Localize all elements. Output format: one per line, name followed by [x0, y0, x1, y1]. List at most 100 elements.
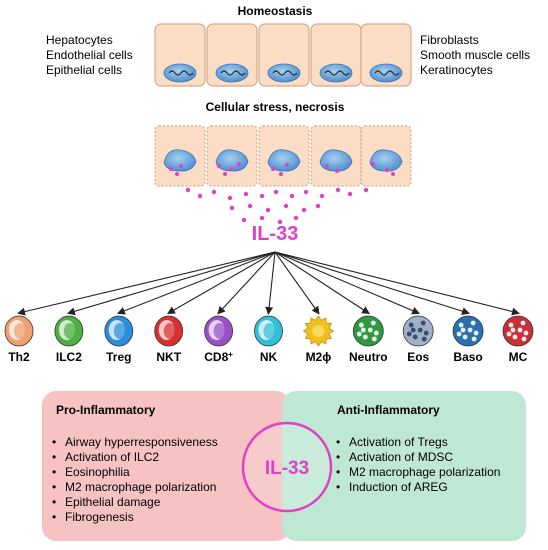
nucleus	[369, 63, 403, 83]
homeostasis-title: Homeostasis	[238, 4, 313, 18]
dna-strand	[220, 70, 246, 76]
immune-cell-label: MC	[509, 350, 528, 364]
il33-circle	[241, 421, 333, 513]
stress-title: Cellular stress, necrosis	[206, 100, 345, 114]
cell-type-label: Smooth muscle cells	[420, 48, 530, 62]
cell-type-label: Hepatocytes	[46, 33, 113, 47]
il33-particle	[185, 187, 191, 193]
necrotic-cell	[206, 125, 258, 187]
signal-arrow	[166, 251, 276, 314]
nucleus	[319, 63, 353, 83]
bullet: •	[52, 450, 56, 464]
pro-inflammatory-panel	[42, 391, 290, 541]
signal-arrow	[265, 251, 276, 315]
healthy-cell	[360, 23, 412, 87]
il33-particle	[293, 215, 299, 221]
list-item: M2 macrophage polarization	[65, 480, 216, 494]
bullet: •	[336, 480, 340, 494]
il33-circle-label: IL-33	[265, 458, 309, 479]
nkt-cell-icon	[154, 315, 184, 347]
mast-cell-icon	[502, 315, 534, 347]
il33-particle	[227, 195, 233, 201]
nucleus	[267, 63, 301, 83]
immune-cell-label: Neutro	[349, 350, 388, 364]
il33-label: IL-33	[252, 223, 299, 245]
necrotic-cell	[360, 125, 412, 187]
m2-macrophage-icon	[302, 315, 335, 347]
list-item: Epithelial damage	[65, 495, 161, 509]
damaged-nucleus	[215, 149, 249, 172]
healthy-cell	[258, 23, 310, 87]
healthy-cell	[206, 23, 258, 87]
immune-cell-label: Baso	[453, 350, 482, 364]
dna-strand	[374, 70, 400, 76]
bullet: •	[52, 510, 56, 524]
list-item: Induction of AREG	[349, 480, 448, 494]
anti-inflammatory-title: Anti-Inflammatory	[337, 403, 440, 417]
il33-particle	[303, 189, 309, 195]
cd8-cell-icon	[204, 315, 234, 347]
nk-cell-icon	[254, 315, 283, 347]
il33-particle	[273, 189, 279, 195]
necrotic-cell	[258, 125, 310, 187]
il33-particle	[197, 193, 203, 199]
il33-particle	[315, 203, 321, 209]
immune-cell-label: M2ϕ	[306, 350, 332, 364]
necrotic-epithelium	[154, 125, 412, 187]
il33-particle	[319, 193, 325, 199]
necrotic-cell	[310, 125, 362, 187]
il33-particle	[229, 205, 235, 211]
left-cell-types: Hepatocytes Endothelial cells Epithelial…	[46, 33, 133, 77]
signal-arrow	[66, 251, 276, 316]
th2-cell-icon	[4, 315, 34, 347]
il33-particle	[241, 217, 247, 223]
list-item: Airway hyperresponsiveness	[65, 435, 218, 449]
signal-arrow	[217, 251, 276, 315]
il33-particle	[283, 203, 289, 209]
il33-particle	[243, 191, 249, 197]
il33-release-dots	[185, 187, 369, 225]
signal-arrow	[274, 251, 471, 316]
cell-type-label: Fibroblasts	[420, 33, 479, 47]
bullet: •	[52, 465, 56, 479]
signal-arrow	[274, 251, 421, 315]
right-cell-types: Fibroblasts Smooth muscle cells Keratino…	[420, 33, 530, 77]
pro-inflammatory-title: Pro-Inflammatory	[56, 403, 156, 417]
il33-particle	[301, 207, 307, 213]
il33-particle	[265, 207, 271, 213]
signal-arrow	[274, 251, 370, 315]
list-item: Activation of MDSC	[349, 450, 453, 464]
healthy-cell	[154, 23, 206, 87]
immune-cell-label: NK	[260, 350, 278, 364]
nucleus	[215, 63, 249, 83]
il33-particle	[211, 189, 217, 195]
bullet: •	[336, 465, 340, 479]
bullet: •	[336, 450, 340, 464]
list-item: M2 macrophage polarization	[349, 465, 500, 479]
list-item: Fibrogenesis	[65, 510, 134, 524]
immune-cell-label: CD8+	[204, 350, 233, 365]
dna-strand	[168, 70, 194, 76]
signal-arrow	[274, 251, 320, 315]
il33-particle	[277, 219, 283, 225]
damaged-nucleus	[163, 149, 197, 172]
immune-cell-label: ILC2	[56, 350, 82, 364]
healthy-cell	[310, 23, 362, 87]
immune-cell-label: Treg	[106, 350, 131, 364]
il33-particle	[247, 203, 253, 209]
il33-particle	[335, 187, 341, 193]
healthy-epithelium	[154, 23, 412, 87]
il33-particle	[259, 193, 265, 199]
bullet: •	[52, 495, 56, 509]
cell-type-label: Keratinocytes	[420, 63, 493, 77]
eosinophil-icon	[402, 315, 434, 347]
immune-cell-label: Th2	[8, 350, 30, 364]
signal-arrow	[274, 251, 520, 316]
il33-particle	[259, 215, 265, 221]
necrotic-cell	[154, 125, 206, 187]
immune-cell-label: NKT	[156, 350, 181, 364]
treg-cell-icon	[104, 315, 134, 347]
signal-arrow	[17, 251, 276, 316]
